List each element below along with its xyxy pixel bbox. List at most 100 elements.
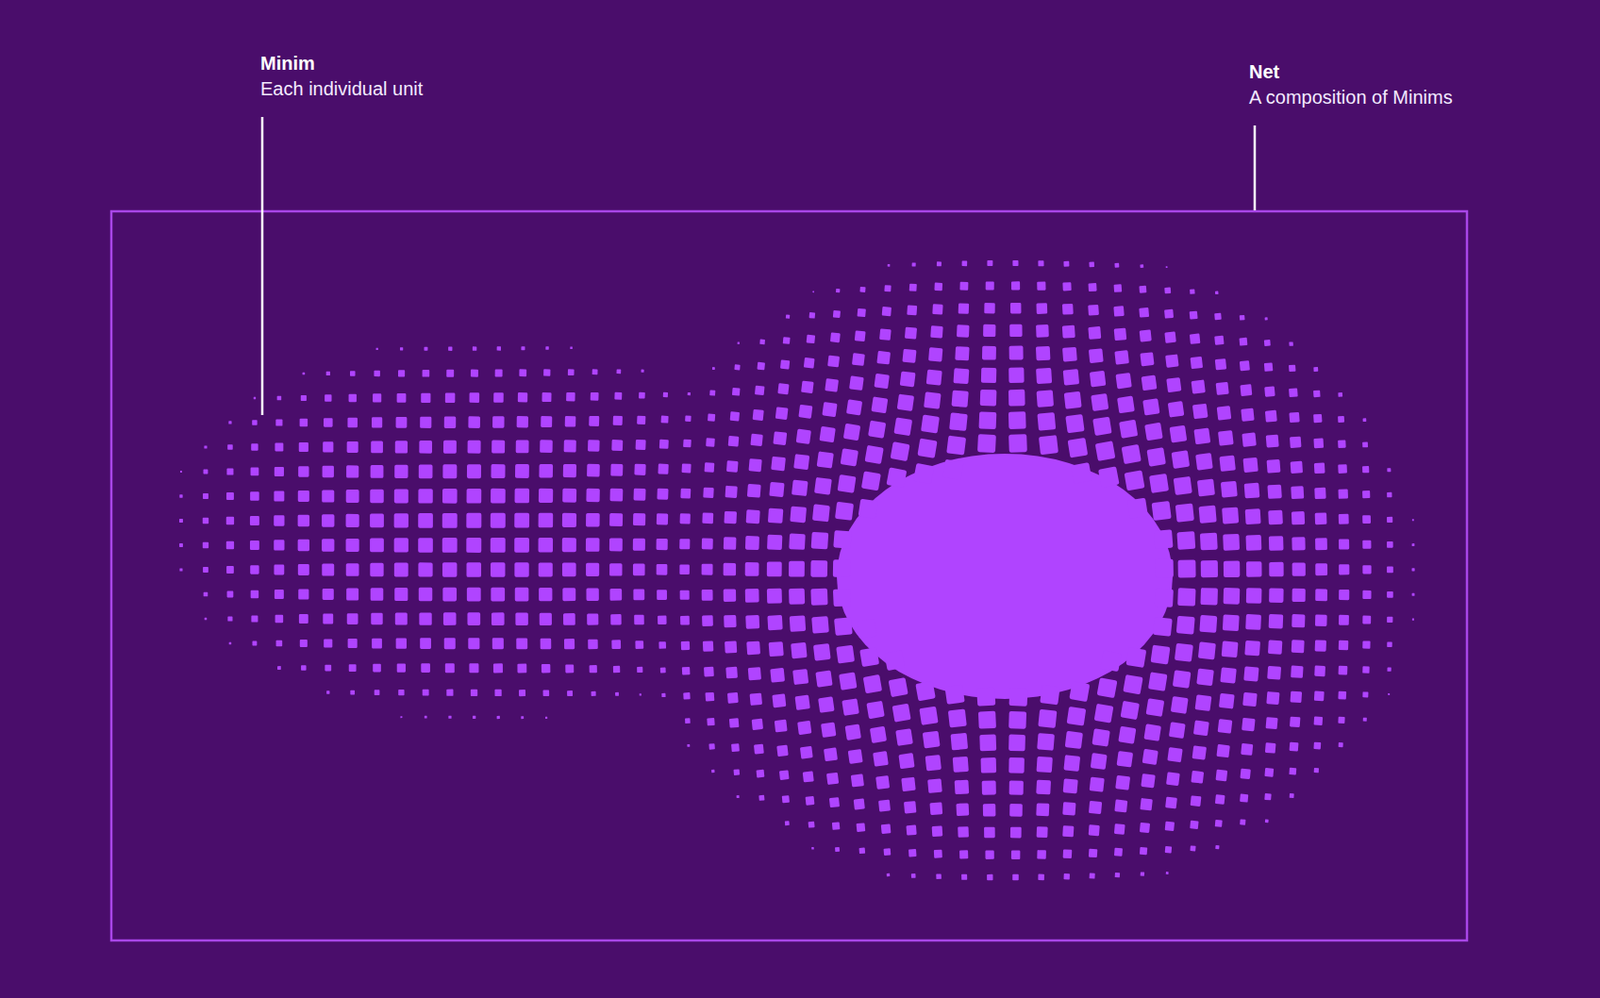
minim <box>861 470 882 491</box>
minim <box>1315 512 1328 525</box>
minim <box>1218 455 1235 472</box>
minim <box>1062 801 1076 816</box>
minim <box>1166 771 1181 786</box>
minim <box>1337 464 1348 474</box>
minim <box>1217 718 1234 734</box>
minim <box>322 614 334 625</box>
minim <box>942 459 964 481</box>
minim <box>273 491 284 502</box>
minim <box>370 587 384 601</box>
minim <box>497 346 501 350</box>
minim <box>1008 711 1027 730</box>
minim <box>766 534 783 550</box>
minim <box>1338 742 1344 748</box>
minim <box>298 515 310 527</box>
minim <box>737 341 740 344</box>
minim <box>394 537 409 552</box>
minim <box>1268 587 1284 603</box>
minim <box>226 566 234 574</box>
minim <box>1214 335 1224 346</box>
minim <box>1064 391 1083 410</box>
minim <box>679 538 690 550</box>
minim <box>369 489 384 504</box>
minim <box>980 757 997 774</box>
minim <box>1139 264 1144 268</box>
minim <box>1337 416 1345 423</box>
minim <box>1221 640 1239 658</box>
minim <box>1215 819 1223 828</box>
minim <box>1008 734 1026 752</box>
minim <box>346 514 360 528</box>
minim <box>322 466 334 478</box>
minim <box>906 304 917 316</box>
minim <box>756 769 766 779</box>
minim <box>767 508 784 524</box>
minim <box>562 563 577 578</box>
minim <box>957 826 969 838</box>
minim <box>658 641 667 650</box>
minim <box>516 416 529 428</box>
minim <box>922 731 941 750</box>
minim <box>1215 291 1219 296</box>
minim <box>1115 372 1132 389</box>
minim <box>277 666 282 670</box>
minim-core <box>836 453 1173 700</box>
minim <box>613 666 620 673</box>
minim <box>346 538 360 552</box>
minim <box>827 354 840 367</box>
minim <box>1196 668 1215 687</box>
minim <box>958 302 969 314</box>
minim <box>1088 800 1102 815</box>
minim <box>1114 328 1128 342</box>
minim <box>592 368 599 375</box>
minim <box>590 392 600 401</box>
minim <box>1142 398 1160 416</box>
minim <box>1140 871 1145 876</box>
minim <box>1009 687 1029 707</box>
minim <box>1088 283 1098 292</box>
minim <box>978 711 997 730</box>
minim <box>442 513 458 529</box>
minim <box>1241 432 1256 447</box>
minim <box>1266 691 1280 705</box>
minim <box>565 416 577 428</box>
minim <box>490 488 506 504</box>
minim <box>324 394 332 401</box>
minim <box>585 513 600 528</box>
minim <box>1190 770 1204 784</box>
minim <box>708 743 715 750</box>
minim <box>1062 282 1071 291</box>
minim <box>833 616 853 636</box>
minim <box>250 590 259 599</box>
minim <box>1165 821 1175 832</box>
minim <box>944 684 965 705</box>
minim <box>976 687 996 707</box>
minim <box>468 392 480 403</box>
minim <box>1362 515 1371 524</box>
minim <box>1146 447 1167 467</box>
minim <box>298 539 310 551</box>
minim <box>492 416 505 429</box>
minim <box>905 824 917 835</box>
minim <box>274 466 284 477</box>
minim <box>250 615 258 622</box>
minim <box>614 392 622 400</box>
minim <box>978 411 997 430</box>
minim <box>635 439 647 450</box>
minim <box>1288 767 1297 776</box>
minim <box>1241 717 1255 732</box>
minim <box>251 641 257 647</box>
minim <box>811 532 830 550</box>
minim <box>323 417 334 428</box>
minim <box>1088 849 1098 858</box>
minim <box>1035 780 1051 796</box>
minim <box>766 588 783 604</box>
minim <box>900 777 916 792</box>
minim <box>769 667 785 684</box>
minim <box>277 396 283 401</box>
minim <box>1222 614 1240 632</box>
minim <box>809 312 817 319</box>
minim <box>859 286 866 293</box>
minim <box>1143 723 1162 742</box>
minim <box>495 368 503 377</box>
